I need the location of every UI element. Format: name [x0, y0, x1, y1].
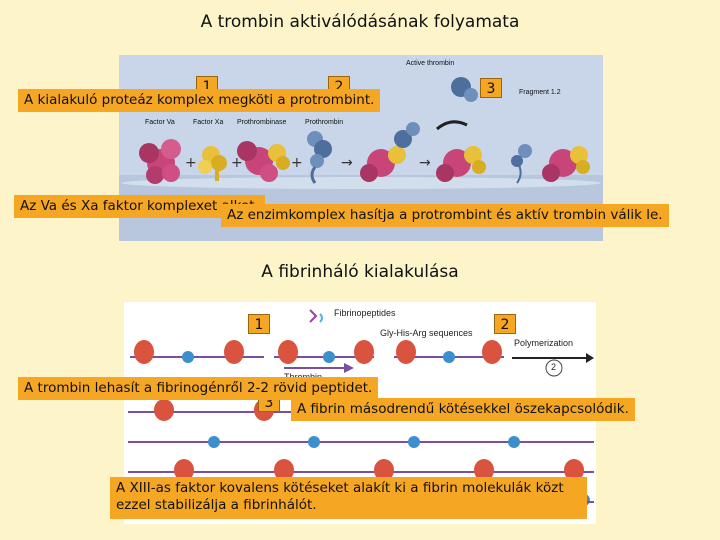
- polymerization-label: Polymerization: [514, 338, 574, 348]
- fibrin-step-2-badge: 2: [494, 314, 516, 334]
- step-3-badge: 3: [480, 78, 502, 98]
- section1-title: A trombin aktiválódásának folyamata: [200, 12, 520, 32]
- factor-va-label: Factor Va: [145, 119, 175, 126]
- gly-his-arg-label: Gly-His-Arg sequences: [380, 328, 473, 338]
- step1-caption: A kialakuló proteáz komplex megköti a pr…: [18, 89, 381, 112]
- fragment-protein: [511, 144, 532, 184]
- complex-after-cleavage: [436, 146, 486, 182]
- active-thrombin-label: Active thrombin: [406, 60, 455, 67]
- fibrin-step2-caption: A fibrin másodrendű kötésekkel öszekapcs…: [291, 398, 635, 421]
- step2-caption: Az Va és Xa faktor komplexet alkot.: [14, 195, 265, 218]
- fibrin-step1-caption: A trombin lehasít a fibrinogénről 2-2 rö…: [18, 377, 379, 400]
- svg-text:+: +: [231, 155, 243, 171]
- prothrombinase-complex: [237, 141, 290, 182]
- fibrin-step3-caption: A XIII-as faktor kovalens kötéseket alak…: [110, 477, 587, 519]
- fibrin-monomer-row: [394, 340, 504, 364]
- svg-text:→: →: [419, 155, 431, 171]
- fibrinopeptides-icon: [309, 309, 323, 323]
- svg-text:+: +: [185, 155, 197, 171]
- section2-title: A fibrinháló kialakulása: [261, 262, 459, 282]
- circle-two-label: 2: [551, 362, 557, 372]
- complex-final: [542, 146, 590, 182]
- active-thrombin-protein: [451, 77, 478, 102]
- factor-xa-protein: [198, 146, 227, 181]
- prothrombin-label: Prothrombin: [305, 119, 344, 126]
- step3-caption: Az enzimkomplex hasítja a protrombint és…: [221, 204, 669, 227]
- prothrombin-protein: [307, 131, 332, 184]
- factor-va-protein: [139, 139, 181, 184]
- svg-text:+: +: [291, 155, 303, 171]
- fibrinogen-row: [130, 340, 374, 364]
- release-arrow: [436, 120, 468, 131]
- factor-xa-label: Factor Xa: [193, 119, 224, 126]
- fragment-label: Fragment 1.2: [519, 89, 561, 96]
- fibrin-step-1-badge: 1: [248, 314, 270, 334]
- fibrinopeptides-label: Fibrinopeptides: [334, 308, 396, 318]
- bound-complex: [360, 122, 420, 182]
- prothrombinase-label: Prothrombinase: [237, 119, 287, 126]
- svg-text:→: →: [341, 155, 353, 171]
